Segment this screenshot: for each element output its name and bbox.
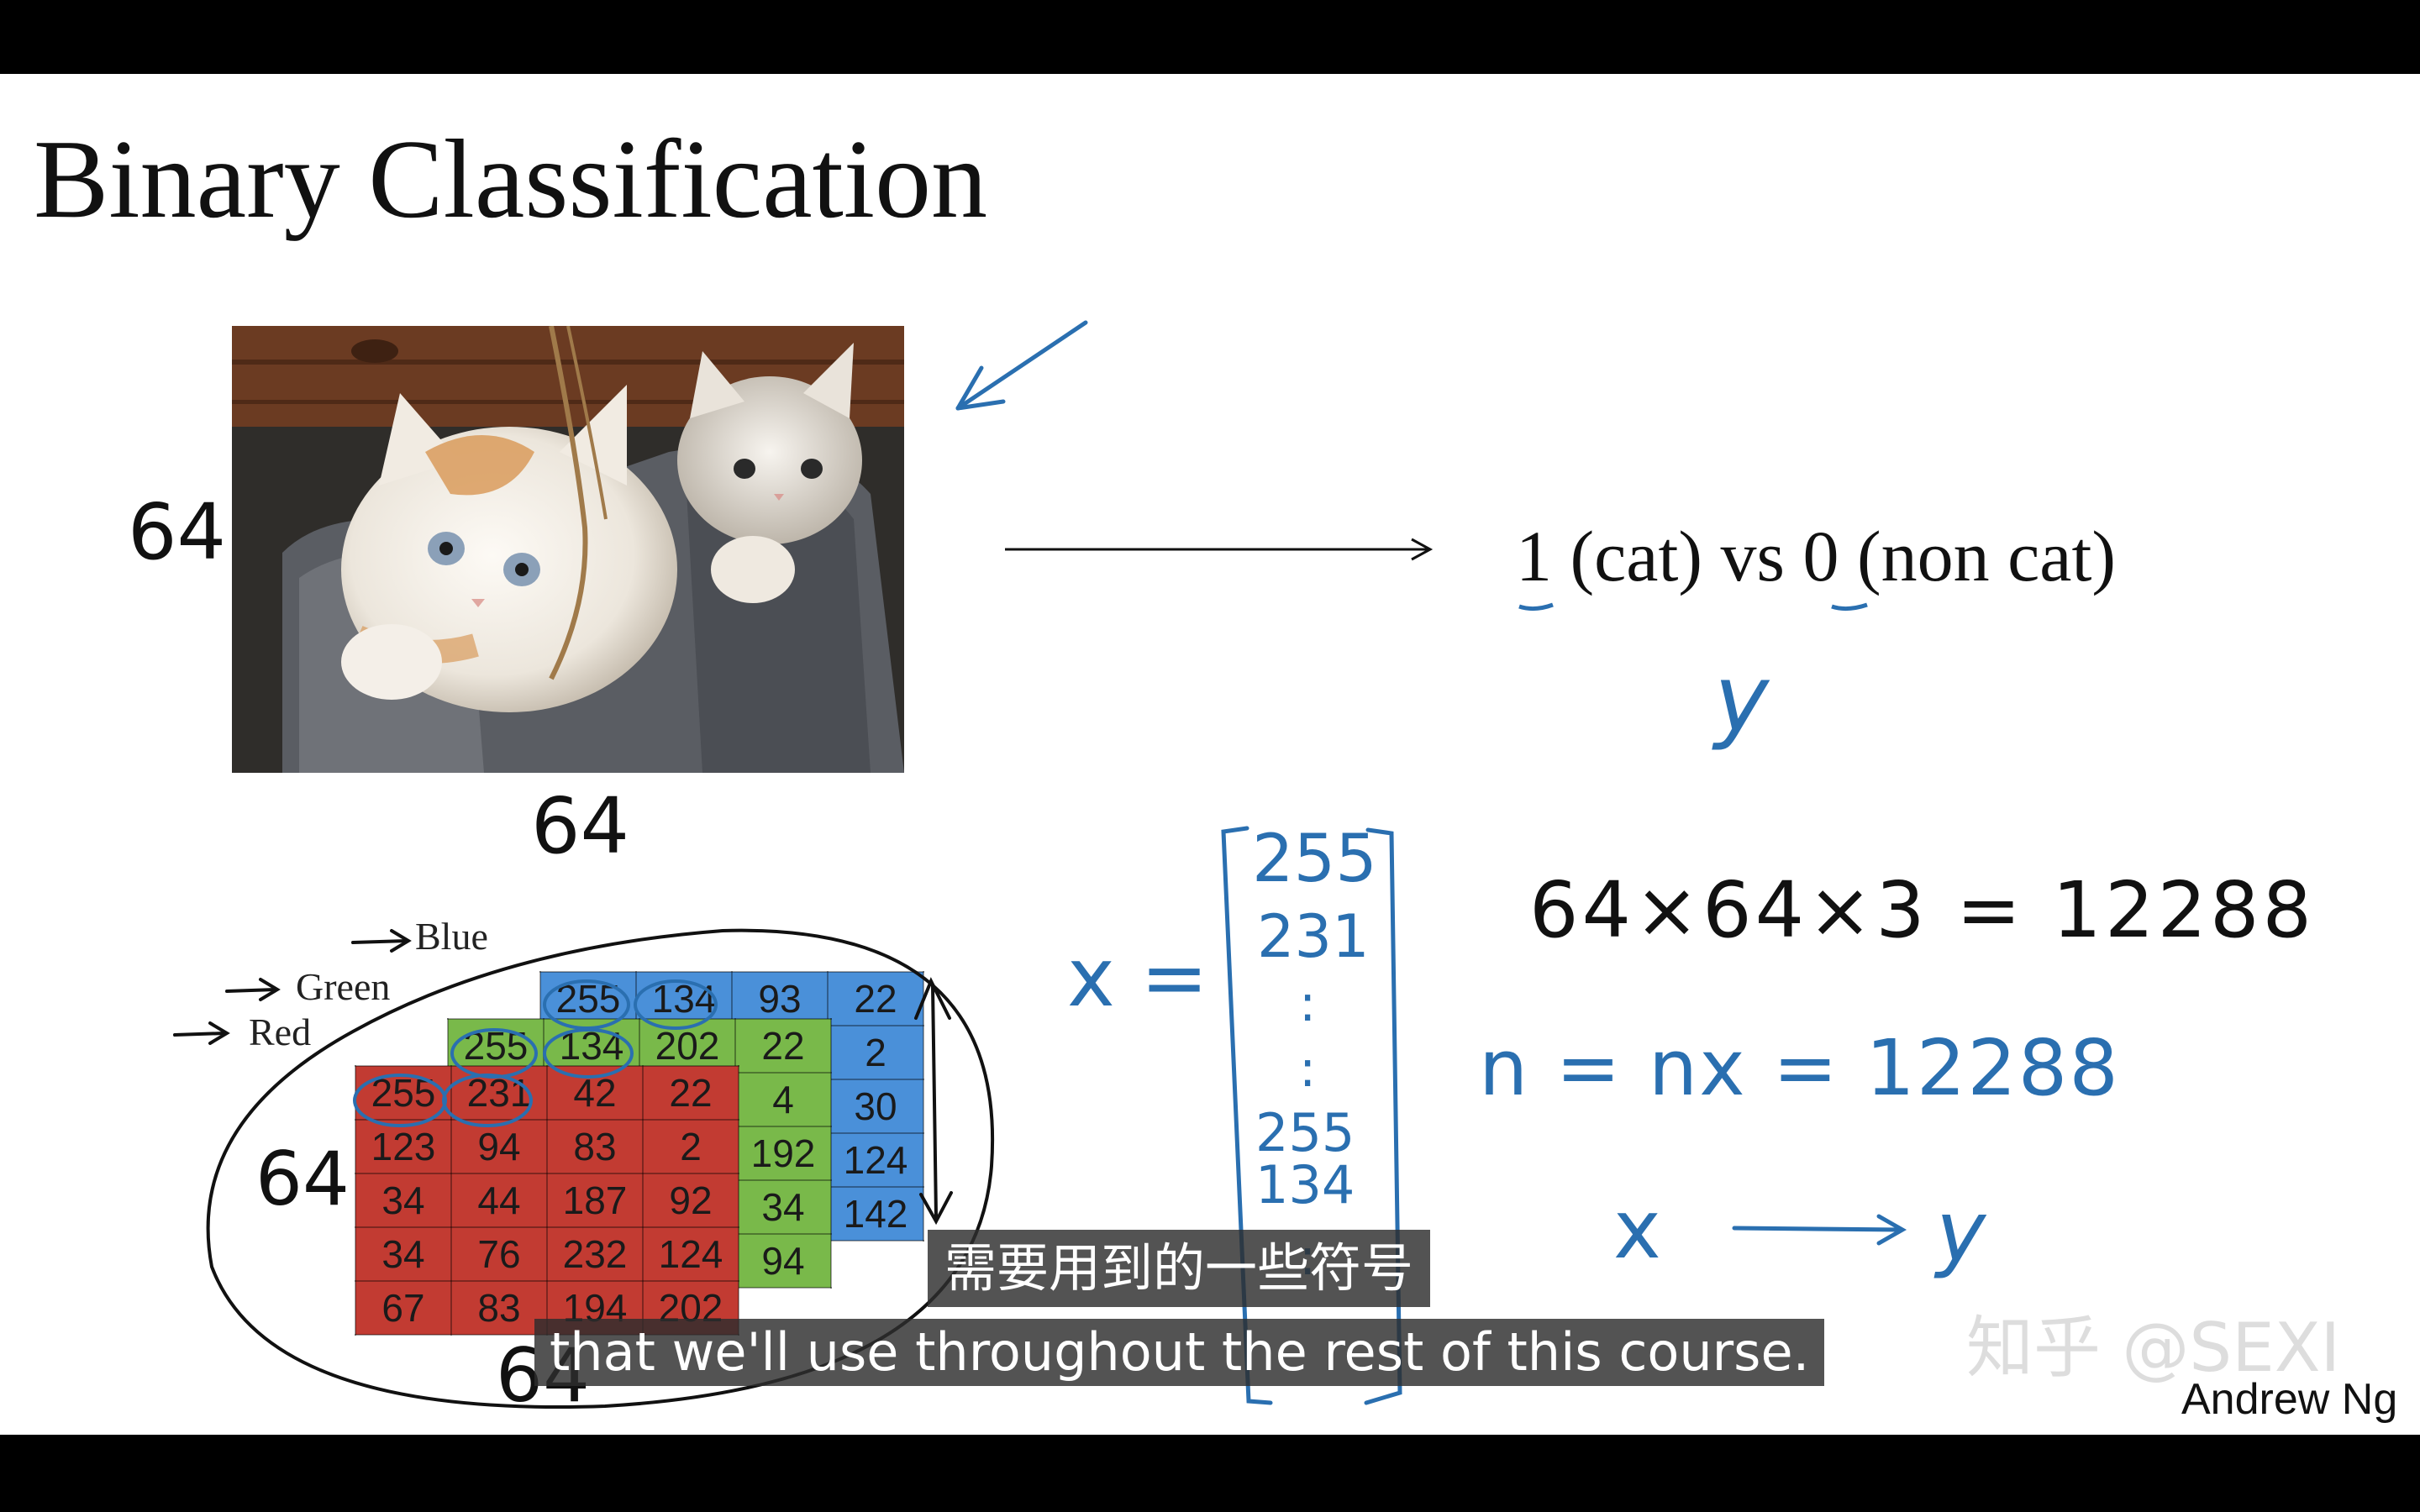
subtitle-english: that we'll use throughout the rest of th… xyxy=(534,1319,1825,1386)
matrix-cell: 124 xyxy=(642,1226,739,1282)
dimension-equation: 64×64×3 = 12288 xyxy=(1529,865,2316,955)
matrix-cell: 94 xyxy=(450,1119,548,1174)
cat-photo xyxy=(232,326,904,773)
matrix-cell: 187 xyxy=(546,1173,644,1228)
video-bottom-letterbox xyxy=(0,1435,2420,1512)
matrix-row: 34 76 232 124 xyxy=(355,1226,739,1282)
matrix-cell: 22 xyxy=(734,1018,832,1074)
y-label: y xyxy=(1714,645,1770,753)
zhihu-watermark: 知乎 @SEXI xyxy=(1966,1309,2341,1387)
n-equation: n = nx = 12288 xyxy=(1479,1023,2120,1113)
matrix-cell: 92 xyxy=(642,1173,739,1228)
feature-vector-entry: 255 xyxy=(1255,1102,1355,1163)
image-width-label: 64 xyxy=(531,781,630,871)
matrix-cell: 123 xyxy=(355,1119,452,1174)
underline-one-icon xyxy=(1518,602,1554,612)
mapping-arrow-icon xyxy=(1005,538,1434,561)
feature-vector-entry: 134 xyxy=(1255,1154,1355,1215)
slide-title: Binary Classification xyxy=(34,117,988,241)
ink-annotations xyxy=(173,320,1907,1409)
matrix-cell: 232 xyxy=(546,1226,644,1282)
matrix-cell: 34 xyxy=(734,1179,832,1235)
matrix-cell: 42 xyxy=(546,1065,644,1121)
feature-vector-entry: : xyxy=(1299,1040,1317,1099)
vector-bracket-icon xyxy=(1221,826,1402,1405)
matrix-cell: 76 xyxy=(450,1226,548,1282)
matrix-cell: 34 xyxy=(355,1173,452,1228)
matrix-cell: 93 xyxy=(731,971,829,1026)
matrix-cell: 22 xyxy=(827,971,924,1026)
output-label: 1 (cat) vs 0 (non cat) xyxy=(1516,514,2116,598)
feature-vector-entry: 255 xyxy=(1252,822,1377,897)
feature-vector-entry: 231 xyxy=(1257,902,1370,971)
matrix-cell: 4 xyxy=(734,1072,832,1127)
matrix-cell: 124 xyxy=(827,1132,924,1188)
output-label-one: 1 xyxy=(1516,516,1552,596)
output-label-one-text: (cat) vs xyxy=(1552,516,1803,596)
matrix-cell: 44 xyxy=(450,1173,548,1228)
output-label-zero: 0 xyxy=(1802,516,1839,596)
matrix-cell: 83 xyxy=(450,1280,548,1336)
output-label-zero-text: (non cat) xyxy=(1839,516,2116,596)
matrix-cell: 30 xyxy=(827,1079,924,1134)
matrix-cell: 83 xyxy=(546,1119,644,1174)
matrix-cell: 2 xyxy=(642,1119,739,1174)
matrix-row: 123 94 83 2 xyxy=(355,1119,739,1174)
video-top-letterbox xyxy=(0,0,2420,74)
matrix-cell: 2 xyxy=(827,1025,924,1080)
matrix-cell: 34 xyxy=(355,1226,452,1282)
vertical-double-arrow-icon xyxy=(914,977,953,1226)
matrix-enclosure-icon xyxy=(206,928,995,1409)
matrix-cell: 94 xyxy=(734,1233,832,1289)
matrix-row: 34 44 187 92 xyxy=(355,1173,739,1228)
image-height-label: 64 xyxy=(128,487,227,577)
red-channel-matrix: 255 231 42 22 123 94 83 2 34 44 187 92 3… xyxy=(355,1065,739,1336)
blue-arrow-icon xyxy=(955,320,1088,411)
value-circle-icons xyxy=(353,979,718,1127)
underline-zero-icon xyxy=(1831,602,1868,612)
channel-label-green: Green xyxy=(296,965,391,1008)
x-equals-label: x = xyxy=(1067,931,1208,1025)
author-credit: Andrew Ng xyxy=(2181,1375,2398,1424)
subtitle-chinese: 需要用到的一些符号 xyxy=(928,1230,1431,1307)
channel-label-blue: Blue xyxy=(415,915,488,958)
lecture-slide: Binary Classification xyxy=(0,74,2420,1435)
cat-photo-illustration xyxy=(232,326,904,773)
feature-vector-entry: : xyxy=(1299,974,1317,1033)
x-to-y-arrow-icon xyxy=(1732,1214,1907,1246)
matrix-row: 255 231 42 22 xyxy=(355,1065,739,1121)
channel-label-red: Red xyxy=(249,1011,312,1053)
matrix-cell: 67 xyxy=(355,1280,452,1336)
mapping-from-label: x xyxy=(1613,1183,1661,1277)
matrix-height-label: 64 xyxy=(255,1136,350,1222)
matrix-row: 255 134 93 22 xyxy=(539,971,924,1026)
mapping-to-label: y xyxy=(1936,1183,1986,1281)
channel-arrow-icons xyxy=(173,929,412,1045)
matrix-cell: 22 xyxy=(642,1065,739,1121)
